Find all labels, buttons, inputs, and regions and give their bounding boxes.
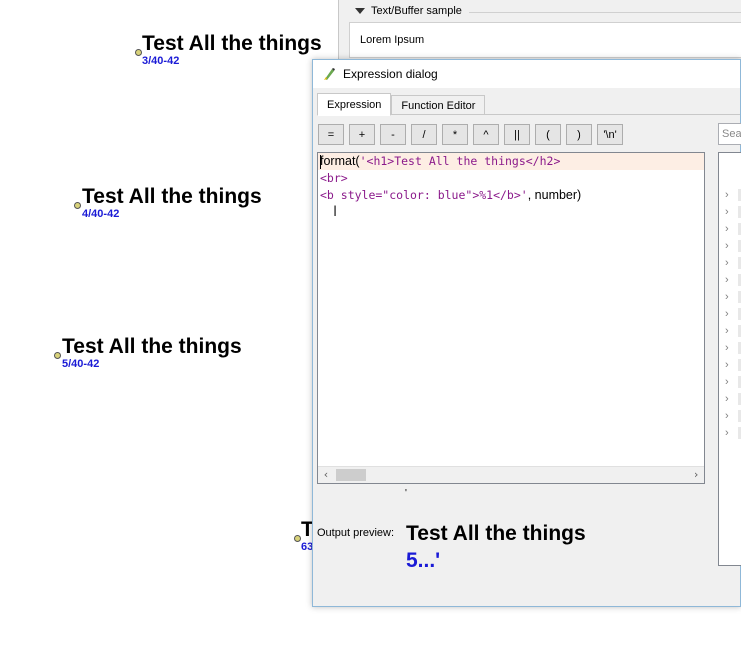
expression-dialog: Expression dialog Expression Function Ed… [312,59,741,607]
output-preview-title: Test All the things [406,522,586,545]
expression-editor[interactable]: format('<h1>Test All the things</h2> <br… [317,152,705,484]
tree-item-icon [738,342,741,354]
tab-divider [317,114,740,115]
sample-text-preview: Lorem Ipsum [349,22,741,58]
operator-newline-button[interactable]: '\n' [597,124,623,145]
operator-toolbar: = + - / * ^ || ( ) '\n' [318,124,623,145]
map-point-marker [54,352,61,359]
tree-expand-icon[interactable]: › [725,359,729,371]
operator-divide-button[interactable]: / [411,124,437,145]
tree-item-icon [738,376,741,388]
tree-item-icon [738,359,741,371]
tree-expand-icon[interactable]: › [725,223,729,235]
tree-item-icon [738,189,741,201]
editor-horizontal-scrollbar[interactable]: ‹ › [318,466,704,483]
scrollbar-thumb[interactable] [336,469,366,481]
tree-expand-icon[interactable]: › [725,240,729,252]
tree-expand-icon[interactable]: › [725,342,729,354]
map-label-title: Test All the things [142,32,322,55]
tree-expand-icon[interactable]: › [725,291,729,303]
code-line: <b style="color: blue">%1</b>', number) [320,187,581,204]
map-label-subtitle: 4/40-42 [82,208,120,220]
operator-power-button[interactable]: ^ [473,124,499,145]
scroll-right-icon[interactable]: › [692,468,700,481]
map-label-title: T [301,518,314,541]
text-caret [320,155,321,169]
map-label-subtitle: 63 [301,541,314,553]
code-function: format( [320,154,360,168]
tree-expand-icon[interactable]: › [725,325,729,337]
tab-expression[interactable]: Expression [317,93,392,116]
code-string: <br> [320,171,348,185]
tree-item-icon [738,325,741,337]
tree-expand-icon[interactable]: › [725,274,729,286]
tree-expand-icon[interactable]: › [725,376,729,388]
dialog-titlebar[interactable]: Expression dialog [313,60,740,88]
map-label-subtitle: 3/40-42 [142,55,180,67]
output-preview-subtitle: 5...' [406,549,441,572]
tree-item-icon [738,223,741,235]
sample-text: Lorem Ipsum [360,34,425,46]
text-buffer-group-header[interactable]: Text/Buffer sample [355,5,462,17]
tree-item-icon [738,206,741,218]
collapse-triangle-icon[interactable] [355,8,365,14]
operator-minus-button[interactable]: - [380,124,406,145]
tree-expand-icon[interactable]: › [725,257,729,269]
operator-equals-button[interactable]: = [318,124,344,145]
scroll-left-icon[interactable]: ‹ [322,468,330,481]
operator-multiply-button[interactable]: * [442,124,468,145]
tree-item-icon [738,308,741,320]
tree-expand-icon[interactable]: › [725,427,729,439]
map-label-title: Test All the things [62,335,242,358]
tree-item-icon [738,410,741,422]
status-tick: ' [405,488,407,499]
tree-item-icon [738,393,741,405]
function-tree[interactable]: › › › › › › › › › › › › › › › [718,152,741,566]
text-buffer-group-title: Text/Buffer sample [371,5,462,17]
code-string: <b style="color: blue">%1</b>' [320,188,528,202]
tab-function-editor[interactable]: Function Editor [391,95,486,115]
code-line: format('<h1>Test All the things</h2> [318,153,704,170]
text-buffer-panel: Text/Buffer sample Lorem Ipsum [338,0,741,62]
tree-expand-icon[interactable]: › [725,206,729,218]
tree-item-icon [738,274,741,286]
dialog-title: Expression dialog [343,67,438,81]
code-args: , number) [527,188,582,202]
tree-item-icon [738,427,741,439]
output-preview-label: Output preview: [317,527,395,539]
operator-plus-button[interactable]: + [349,124,375,145]
operator-concat-button[interactable]: || [504,124,530,145]
map-label-subtitle: 5/40-42 [62,358,100,370]
tree-item-icon [738,257,741,269]
tree-expand-icon[interactable]: › [725,308,729,320]
function-search-input[interactable]: Search [718,123,741,145]
tree-expand-icon[interactable]: › [725,189,729,201]
map-point-marker [74,202,81,209]
code-string: '<h1>Test All the things</h2> [359,154,561,168]
tree-item-icon [738,291,741,303]
ibeam-cursor-icon: I [333,204,338,220]
tree-item-icon [738,240,741,252]
tree-expand-icon[interactable]: › [725,393,729,405]
group-divider [469,12,741,13]
map-label-title: Test All the things [82,185,262,208]
map-point-marker [294,535,301,542]
qgis-app-icon [322,67,336,81]
code-line: <br> [320,170,348,187]
operator-open-paren-button[interactable]: ( [535,124,561,145]
tree-expand-icon[interactable]: › [725,410,729,422]
map-point-marker [135,49,142,56]
operator-close-paren-button[interactable]: ) [566,124,592,145]
dialog-tabs: Expression Function Editor [317,93,486,116]
